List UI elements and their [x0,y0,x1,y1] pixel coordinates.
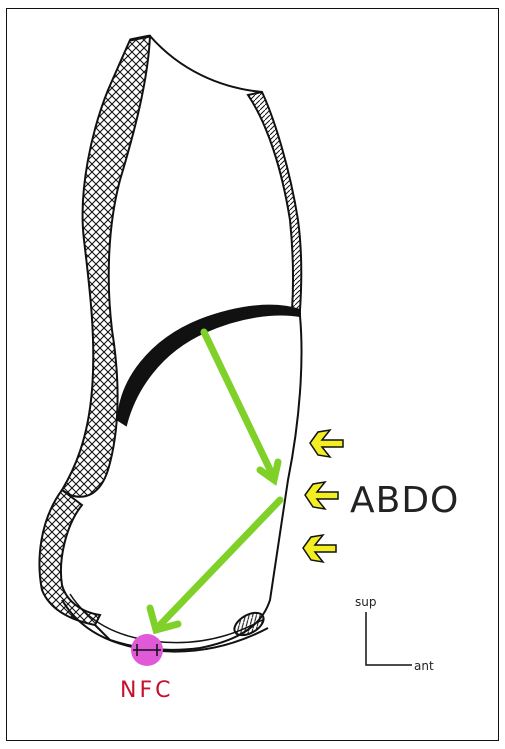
anterior-wall [248,92,301,310]
axis-sup-label: sup [355,595,376,609]
abdominal-contour [95,316,302,650]
diaphragm [118,306,300,425]
green-arrow-icon [150,332,280,630]
pubic-bone [231,608,268,640]
orientation-axes: sup ant [355,595,434,673]
abdo-label: ABDO [350,480,459,521]
pelvic-floor-band [39,490,100,625]
yellow-arrow-icon [303,430,343,562]
nfc-label: NFC [120,678,173,703]
axis-ant-label: ant [414,659,434,673]
upper-cavity-outline [150,36,262,92]
posterior-wall [62,36,150,497]
